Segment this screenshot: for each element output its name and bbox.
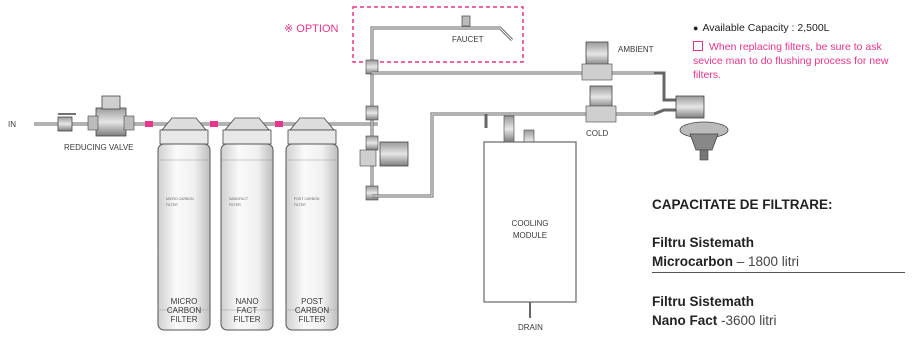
filter-name-line: POST [301, 297, 323, 306]
option-dashed-box [352, 6, 524, 63]
capacity-item-microcarbon: Filtru Sistemath Microcarbon – 1800 litr… [652, 233, 905, 273]
filter-name-line: FILTER [234, 315, 261, 324]
bullet-icon: ● [693, 23, 699, 33]
reducing-valve-icon [87, 95, 135, 137]
filter-name-line: FILTER [299, 315, 326, 324]
filter-body-text: POST CARBON [294, 197, 320, 201]
filter-body-text: FILTER [229, 203, 241, 207]
filter-name-line: FILTER [171, 315, 198, 324]
solenoid-valve-icon [359, 141, 409, 167]
ambient-label: AMBIENT [618, 45, 654, 54]
faucet-handle-icon [461, 15, 471, 27]
inlet-valve-icon [57, 116, 73, 132]
outlet-fixture-icon [675, 95, 729, 161]
capacitate-heading: CAPACITATE DE FILTRARE: [652, 197, 833, 212]
filter-name-line: CARBON [167, 306, 201, 315]
filter-body-text: FILTER [166, 203, 178, 207]
cooling-module-line2: MODULE [513, 231, 547, 240]
filter-body-text: NANOFACT [229, 197, 249, 201]
cooling-module: COOLING MODULE [483, 114, 577, 318]
filter-body-text: FILTER [294, 203, 306, 207]
filter-name-line: MICRO [171, 297, 198, 306]
filter-name-line: CARBON [295, 306, 329, 315]
filter-name-line: NANO [235, 297, 258, 306]
drain-label: DRAIN [518, 323, 543, 332]
ambient-valve-icon [581, 41, 613, 81]
reducing-valve-label: REDUCING VALVE [64, 143, 134, 152]
post-carbon-filter: POST CARBON FILTER [285, 117, 339, 331]
filter-name-line: FACT [237, 306, 258, 315]
nano-fact-filter: NANOFACT FILTER [220, 117, 274, 331]
in-label: IN [8, 120, 16, 129]
option-label: ※ OPTION [284, 23, 338, 35]
cold-label: COLD [586, 129, 608, 138]
filter-body-text: MICRO CARBON [166, 197, 194, 201]
faucet-label: FAUCET [452, 35, 484, 44]
cold-valve-icon [585, 85, 617, 123]
available-capacity: ●Available Capacity : 2,500L [693, 22, 830, 34]
replace-filter-note: When replacing filters, be sure to ask s… [693, 41, 889, 81]
micro-carbon-filter: MICRO CARBON FILTER [157, 117, 211, 331]
faucet-pipe [370, 26, 514, 52]
cooling-module-line1: COOLING [512, 219, 549, 228]
checkbox-icon [693, 41, 703, 51]
capacity-item-nanofact: Filtru Sistemath Nano Fact -3600 litri [652, 294, 777, 328]
